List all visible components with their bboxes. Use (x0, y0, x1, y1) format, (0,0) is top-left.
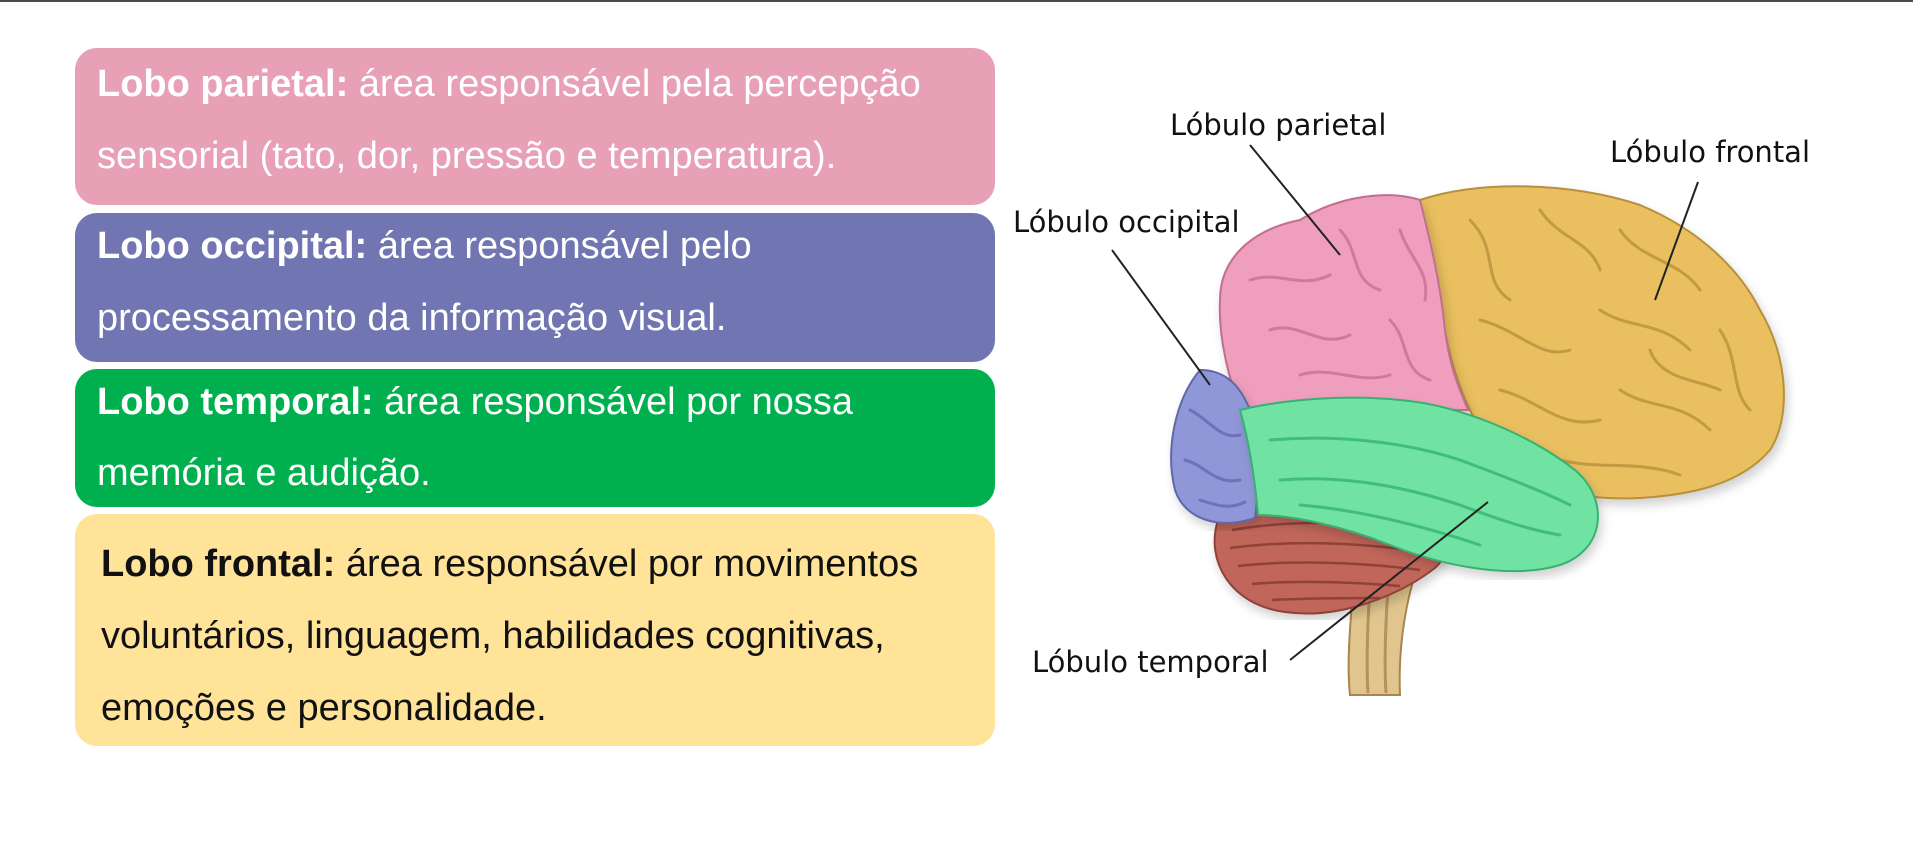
leader-line-temporal (1289, 501, 1489, 661)
label-temporal-lobule: Lóbulo temporal (1032, 645, 1269, 679)
card-temporal-text: Lobo temporal: área responsável por noss… (97, 369, 973, 507)
card-frontal-description: área responsável por movimentos voluntár… (101, 543, 919, 729)
label-frontal-lobule: Lóbulo frontal (1610, 135, 1810, 169)
card-temporal-description: área responsável por nossa memória e aud… (97, 381, 854, 494)
card-parietal-text: Lobo parietal: área responsável pela per… (97, 48, 973, 192)
card-frontal-lobe: Lobo frontal: área responsável por movim… (75, 514, 995, 746)
occipital-lobe-shape (1170, 368, 1259, 524)
frontal-lobe-gyri (1468, 208, 1752, 477)
parietal-lobe-gyri (1248, 228, 1432, 382)
card-frontal-title: Lobo frontal: (101, 543, 336, 585)
temporal-lobe-shape (1238, 396, 1599, 573)
top-divider (0, 0, 1913, 2)
leader-line-frontal (1654, 181, 1699, 301)
leader-line-parietal (1249, 144, 1341, 256)
card-occipital-description: área responsável pelo processamento da i… (97, 225, 752, 339)
label-occipital-lobule: Lóbulo occipital (1013, 205, 1240, 239)
card-occipital-title: Lobo occipital: (97, 225, 368, 267)
card-parietal-description: área responsável pela percepção sensoria… (97, 63, 921, 177)
card-frontal-text: Lobo frontal: área responsável por movim… (101, 543, 918, 729)
card-temporal-title: Lobo temporal: (97, 381, 374, 423)
card-occipital-lobe: Lobo occipital: área responsável pelo pr… (75, 213, 995, 362)
card-occipital-text: Lobo occipital: área responsável pelo pr… (97, 213, 973, 354)
brain-lobes-diagram: Lóbulo parietal Lóbulo frontal Lóbulo oc… (1013, 108, 1810, 696)
temporal-lobe-gyri (1268, 436, 1572, 547)
leader-line-occipital (1111, 249, 1211, 386)
card-temporal-lobe: Lobo temporal: área responsável por noss… (75, 369, 995, 507)
occipital-lobe-gyri (1183, 408, 1247, 508)
card-parietal-lobe: Lobo parietal: área responsável pela per… (75, 48, 995, 205)
label-parietal-lobule: Lóbulo parietal (1170, 108, 1386, 142)
card-parietal-title: Lobo parietal: (97, 63, 349, 105)
